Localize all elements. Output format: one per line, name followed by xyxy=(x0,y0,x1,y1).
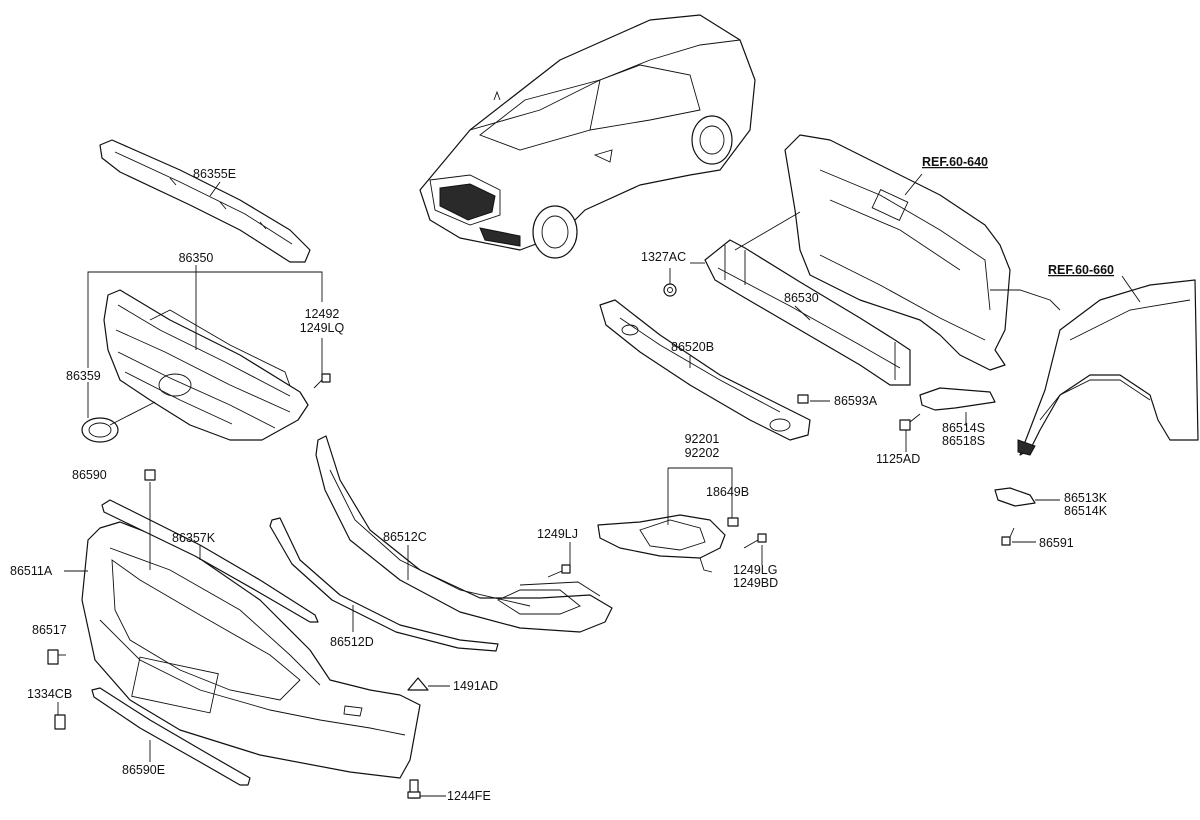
bolt-1249LJ xyxy=(547,564,571,578)
front-bumper-cover xyxy=(81,521,421,779)
label-86530: 86530 xyxy=(784,291,819,305)
label-86512C: 86512C xyxy=(383,530,427,544)
bumper-lower-molding xyxy=(91,687,251,786)
screw-86591 xyxy=(1001,527,1015,546)
clip-86593A xyxy=(797,394,809,404)
label-92201: 92201 xyxy=(685,432,720,446)
label-86591: 86591 xyxy=(1039,536,1074,550)
label-ref-60-660: REF.60-660 xyxy=(1048,263,1114,277)
label-1491AD: 1491AD xyxy=(453,679,498,693)
label-1327AC: 1327AC xyxy=(641,250,686,264)
radiator-grille xyxy=(103,289,309,441)
bumper-molding-upper xyxy=(101,499,319,623)
label-86590E: 86590E xyxy=(122,763,165,777)
label-1125AD: 1125AD xyxy=(876,452,920,466)
label-92202: 92202 xyxy=(685,446,720,460)
label-86350: 86350 xyxy=(179,251,214,265)
label-86590: 86590 xyxy=(72,468,107,482)
label-1249LJ: 1249LJ xyxy=(537,527,578,541)
bumper-lower-grille xyxy=(315,435,613,633)
label-1244FE: 1244FE xyxy=(447,789,491,803)
label-18649B: 18649B xyxy=(706,485,749,499)
label-1249BD: 1249BD xyxy=(733,576,778,590)
label-86511A: 86511A xyxy=(10,564,53,578)
label-86514S: 86514S xyxy=(942,421,985,435)
label-86513K: 86513K xyxy=(1064,491,1108,505)
nut-1491AD xyxy=(407,677,429,691)
label-86512D: 86512D xyxy=(330,635,374,649)
vehicle-illustration xyxy=(419,14,756,259)
energy-absorber xyxy=(599,299,811,441)
label-86359: 86359 xyxy=(66,369,101,383)
label-86520B: 86520B xyxy=(671,340,714,354)
part-labels: 86355E 86350 12492 1249LQ 86359 86590 86… xyxy=(10,155,1114,803)
label-86517: 86517 xyxy=(32,623,67,637)
radiator-upper-cover xyxy=(99,139,311,263)
clip-1334CB xyxy=(54,714,66,730)
leader-lines xyxy=(57,173,1141,797)
bumper-lower-strip xyxy=(269,517,499,652)
label-1334CB: 1334CB xyxy=(27,687,72,701)
label-86355E: 86355E xyxy=(193,167,236,181)
label-86357K: 86357K xyxy=(172,531,216,545)
label-ref-60-640: REF.60-640 xyxy=(922,155,988,169)
fender xyxy=(1017,279,1199,456)
fog-lamp-assembly xyxy=(597,514,726,573)
bolt-1125AD xyxy=(899,413,921,431)
screw-1249LG xyxy=(743,533,767,549)
label-86514K: 86514K xyxy=(1064,504,1108,518)
grille-screw xyxy=(313,373,331,389)
bolt-1244FE xyxy=(407,779,421,799)
label-86518S: 86518S xyxy=(942,434,985,448)
clip-18649B xyxy=(727,517,739,527)
bumper-bracket-center xyxy=(919,387,996,411)
label-86593A: 86593A xyxy=(834,394,878,408)
emblem xyxy=(81,417,119,443)
nut-1327AC xyxy=(663,283,677,297)
bumper-side-bracket xyxy=(994,487,1036,507)
clip-86590 xyxy=(144,469,156,481)
label-12492: 12492 xyxy=(305,307,340,321)
front-end-carrier xyxy=(784,134,1061,371)
bumper-beam xyxy=(704,239,911,386)
clip-86517 xyxy=(47,649,59,665)
label-1249LG: 1249LG xyxy=(733,563,777,577)
label-1249LQ: 1249LQ xyxy=(300,321,345,335)
